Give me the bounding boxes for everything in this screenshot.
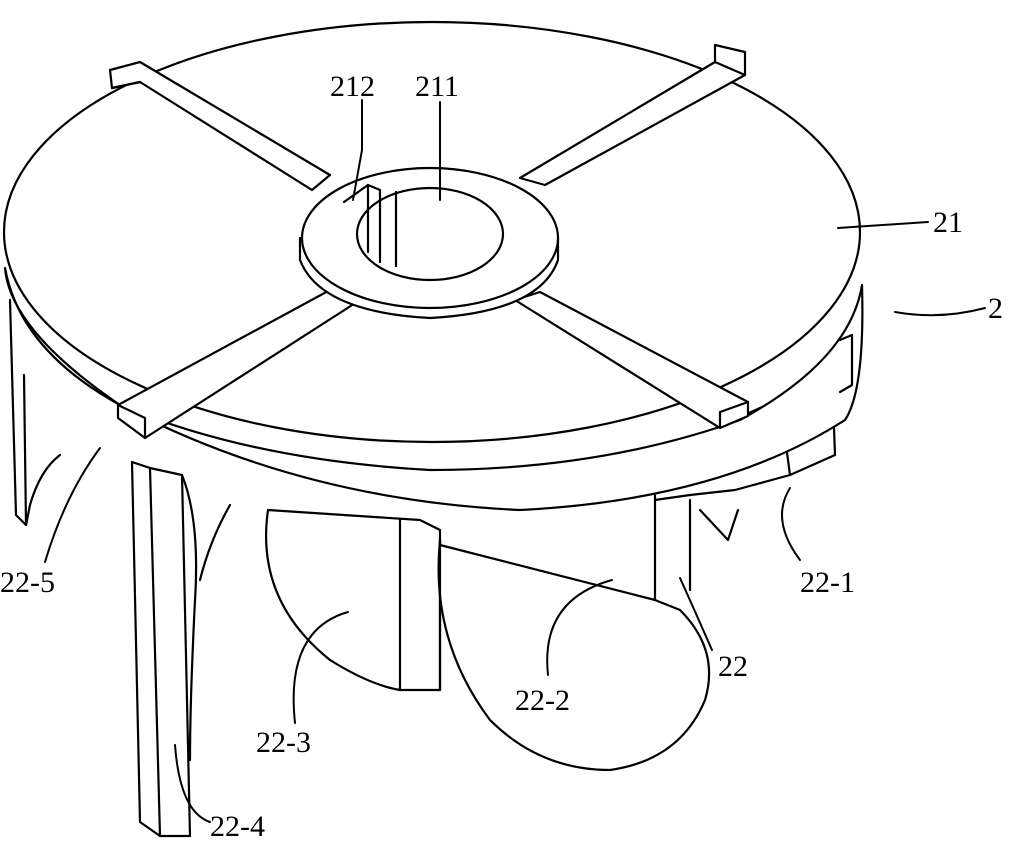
blade-22-3 — [264, 508, 442, 692]
leader-22-2 — [546, 579, 613, 676]
leader-lines — [44, 99, 986, 823]
label-22-5: 22-5 — [0, 566, 55, 599]
leader-22-3 — [292, 611, 349, 724]
radial-ribs — [108, 43, 750, 440]
leader-21 — [837, 221, 929, 229]
leader-22-1 — [781, 487, 801, 561]
label-212: 212 — [330, 70, 375, 103]
leader-22-4 — [174, 744, 211, 823]
label-21: 21 — [933, 206, 963, 239]
label-22-3: 22-3 — [256, 726, 311, 759]
blade-22-2 — [437, 498, 711, 772]
label-22-4: 22-4 — [210, 810, 265, 843]
leader-22 — [679, 577, 713, 651]
blade-22-5 — [8, 298, 62, 527]
hub — [298, 166, 560, 320]
reference-labels: 212 211 21 2 22-1 22 22-2 22-3 22-4 22-5 — [0, 70, 1003, 843]
label-211: 211 — [415, 70, 459, 103]
disc-rim — [3, 266, 864, 512]
leader-22-5 — [44, 447, 101, 563]
blade-22-4 — [130, 460, 232, 838]
label-2: 2 — [988, 292, 1003, 325]
label-22-1: 22-1 — [800, 566, 855, 599]
label-22-2: 22-2 — [515, 684, 570, 717]
leader-212 — [352, 99, 363, 201]
leader-2 — [894, 307, 986, 317]
label-22: 22 — [718, 650, 748, 683]
